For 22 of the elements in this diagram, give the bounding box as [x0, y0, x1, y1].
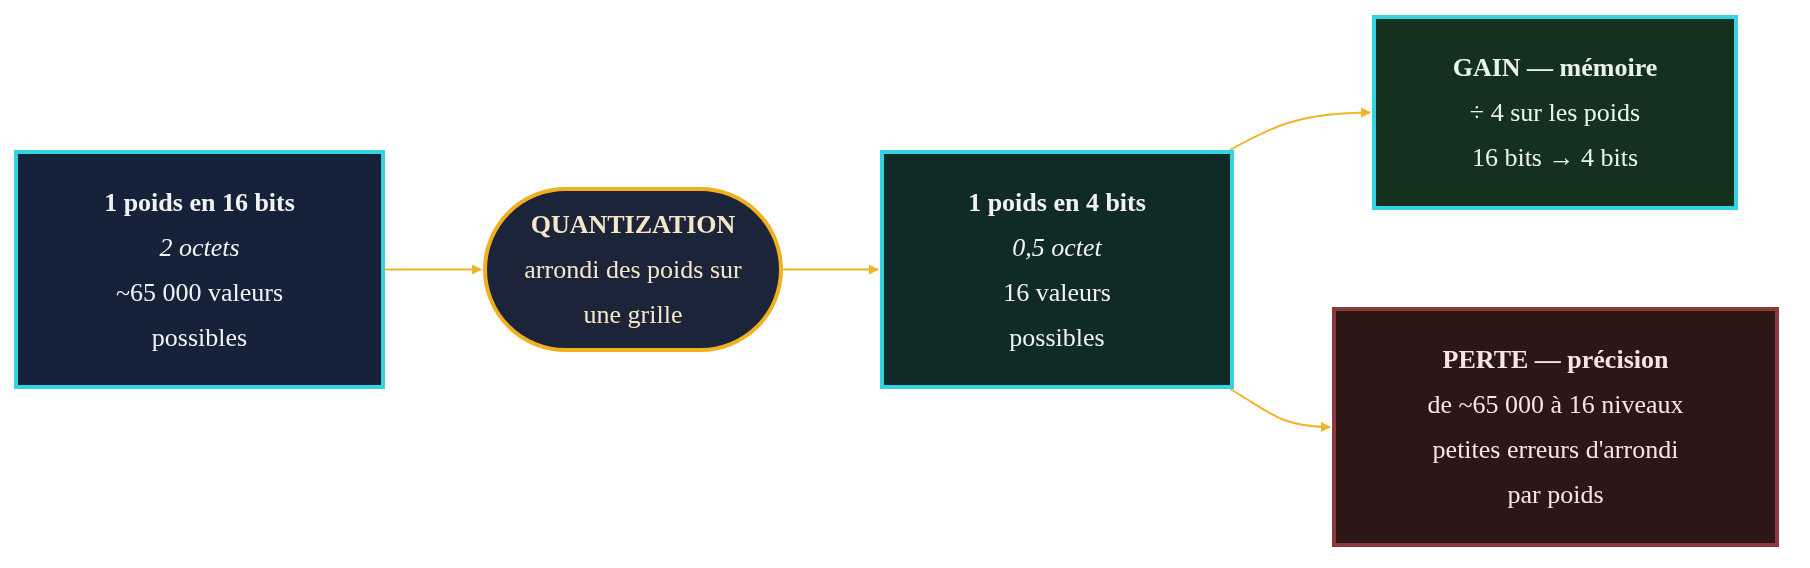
node-heading: 1 poids en 4 bits — [968, 186, 1146, 219]
node-text: arrondi des poids sur une grille — [523, 254, 743, 331]
result-box — [1372, 15, 1738, 210]
node-text: 16 valeurs possibles — [1002, 276, 1112, 354]
node-heading: QUANTIZATION — [530, 209, 736, 241]
result-box — [1332, 307, 1779, 547]
process-box — [14, 150, 385, 389]
process-box — [880, 150, 1234, 389]
arrow — [782, 264, 879, 275]
arrow — [1229, 107, 1371, 151]
node-heading: PERTE — précision — [1442, 344, 1669, 376]
node-text: ÷ 4 sur les poids — [1469, 97, 1641, 129]
node-text: petites erreurs d'arrondi par poids — [1431, 434, 1680, 511]
node-heading: 1 poids en 16 bits — [104, 186, 295, 219]
node-text: 0,5 octet — [1012, 231, 1102, 264]
node-text: ~65 000 valeurs possibles — [114, 276, 285, 354]
node-text: de ~65 000 à 16 niveaux — [1427, 389, 1684, 421]
arrow — [1229, 388, 1331, 432]
arrow — [384, 264, 482, 275]
node-text: 16 bits → 4 bits — [1471, 142, 1639, 174]
node-heading: GAIN — mémoire — [1452, 52, 1658, 84]
node-text: 2 octets — [159, 231, 240, 264]
